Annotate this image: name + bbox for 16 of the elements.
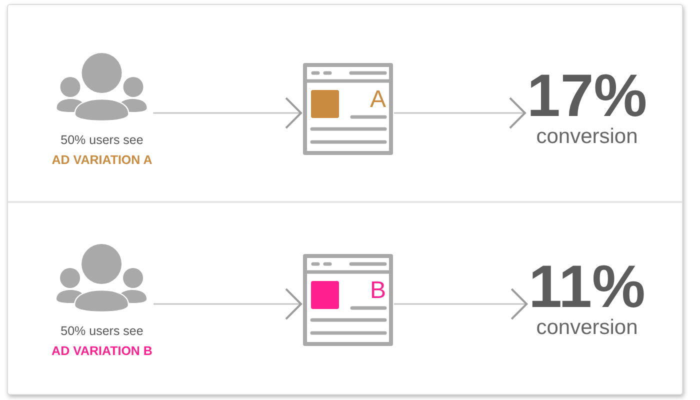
chevron-arrow bbox=[153, 288, 302, 320]
caption-text: 50% users see bbox=[60, 323, 144, 339]
browser-window bbox=[303, 63, 393, 155]
variant-label: AD VARIATION B bbox=[52, 343, 152, 359]
conversion-label: conversion bbox=[536, 317, 638, 339]
variant-letter: A bbox=[370, 88, 386, 112]
conversion-rate: 17% bbox=[526, 66, 648, 126]
caption-text: 50% users see bbox=[60, 132, 144, 148]
conversion-rate: 11% bbox=[528, 257, 646, 317]
variant-letter: B bbox=[370, 279, 386, 303]
conversion-label: conversion bbox=[536, 126, 638, 148]
browser-window bbox=[303, 254, 393, 346]
chevron-arrow bbox=[394, 97, 526, 129]
chevron-arrow bbox=[153, 97, 302, 129]
chevron-arrow bbox=[394, 288, 528, 320]
variant-label: AD VARIATION A bbox=[52, 152, 152, 168]
